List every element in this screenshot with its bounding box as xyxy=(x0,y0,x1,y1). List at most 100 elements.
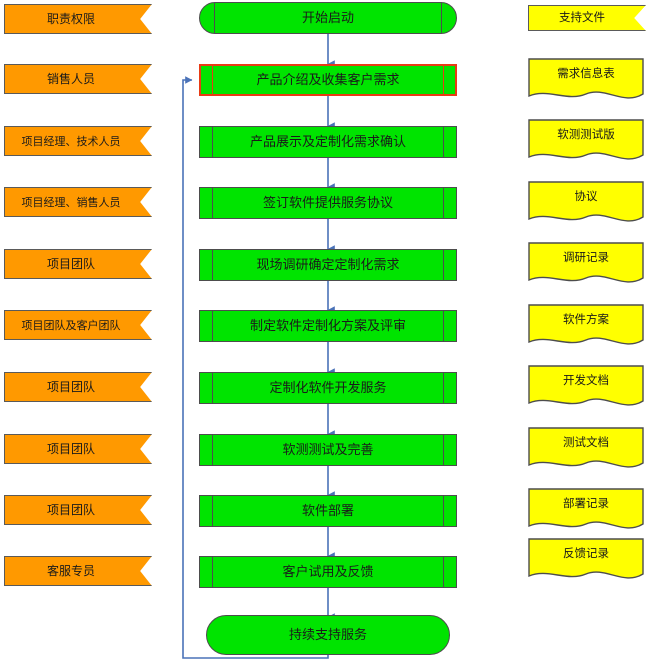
banner-shape xyxy=(4,556,152,586)
process-shape xyxy=(199,310,457,342)
flow-step-label: 软测测试及完善 xyxy=(282,442,374,458)
flow-step-label: 产品展示及定制化需求确认 xyxy=(249,134,406,150)
documents-header-label: 支持文件 xyxy=(559,10,605,25)
document-5[interactable]: 软件方案 xyxy=(528,304,644,350)
side-bar-right xyxy=(443,556,444,588)
document-6[interactable]: 开发文档 xyxy=(528,365,644,411)
side-bar-left xyxy=(212,126,213,158)
document-shape xyxy=(528,58,644,99)
flow-step-1[interactable]: 产品介绍及收集客户需求 xyxy=(199,64,457,96)
role-banner-7[interactable]: 项目团队 xyxy=(4,434,152,464)
role-banner-8[interactable]: 项目团队 xyxy=(4,495,152,525)
process-shape xyxy=(199,434,457,466)
banner-shape xyxy=(4,126,152,156)
role-label: 项目经理、技术人员 xyxy=(21,134,121,148)
side-bar-right xyxy=(443,64,444,96)
terminator-shape xyxy=(206,615,450,655)
role-banner-1[interactable]: 销售人员 xyxy=(4,64,152,94)
flow-step-4[interactable]: 现场调研确定定制化需求 xyxy=(199,249,457,281)
side-bar-left xyxy=(212,556,213,588)
document-7[interactable]: 测试文档 xyxy=(528,427,644,473)
process-shape xyxy=(199,556,457,588)
flow-step-label: 软件部署 xyxy=(301,503,354,519)
terminator-shape xyxy=(199,2,457,34)
role-banner-9[interactable]: 客服专员 xyxy=(4,556,152,586)
side-bar-right xyxy=(443,372,444,404)
document-shape xyxy=(528,538,644,579)
side-bar-left xyxy=(212,64,213,96)
role-banner-2[interactable]: 项目经理、技术人员 xyxy=(4,126,152,156)
document-shape xyxy=(528,488,644,529)
document-3[interactable]: 协议 xyxy=(528,181,644,227)
flow-step-label: 客户试用及反馈 xyxy=(282,564,374,580)
role-label: 项目团队 xyxy=(46,442,95,456)
document-shape xyxy=(528,427,644,468)
flow-step-label: 产品介绍及收集客户需求 xyxy=(256,72,400,88)
banner-shape xyxy=(4,4,152,34)
document-label: 测试文档 xyxy=(563,435,609,450)
roles-column-header: 职责权限 xyxy=(4,4,152,34)
document-9[interactable]: 反馈记录 xyxy=(528,538,644,584)
side-bar-left xyxy=(212,372,213,404)
role-banner-5[interactable]: 项目团队及客户团队 xyxy=(4,310,152,340)
role-label: 客服专员 xyxy=(46,564,95,578)
flow-end-label: 持续支持服务 xyxy=(288,627,367,643)
flow-start-node[interactable]: 开始启动 xyxy=(199,2,457,34)
document-8[interactable]: 部署记录 xyxy=(528,488,644,534)
side-bar-left xyxy=(212,187,213,219)
flow-step-label: 制定软件定制化方案及评审 xyxy=(249,318,406,334)
flow-step-label: 签订软件提供服务协议 xyxy=(262,195,393,211)
process-shape xyxy=(199,126,457,158)
document-label: 协议 xyxy=(574,189,598,204)
banner-shape xyxy=(528,5,646,31)
banner-shape xyxy=(4,64,152,94)
role-label: 项目经理、销售人员 xyxy=(21,195,121,209)
side-bar-right xyxy=(441,3,442,33)
flow-step-8[interactable]: 软件部署 xyxy=(199,495,457,527)
flow-end-node[interactable]: 持续支持服务 xyxy=(206,615,450,655)
role-label: 销售人员 xyxy=(46,72,95,86)
flow-step-3[interactable]: 签订软件提供服务协议 xyxy=(199,187,457,219)
document-label: 需求信息表 xyxy=(557,66,615,81)
flow-start-label: 开始启动 xyxy=(301,10,354,26)
role-label: 项目团队及客户团队 xyxy=(21,318,121,332)
document-label: 开发文档 xyxy=(563,373,609,388)
role-banner-6[interactable]: 项目团队 xyxy=(4,372,152,402)
process-shape xyxy=(199,249,457,281)
flow-step-5[interactable]: 制定软件定制化方案及评审 xyxy=(199,310,457,342)
side-bar-right xyxy=(443,495,444,527)
flow-step-7[interactable]: 软测测试及完善 xyxy=(199,434,457,466)
side-bar-left xyxy=(214,3,215,33)
document-2[interactable]: 软测测试版 xyxy=(528,119,644,165)
document-label: 调研记录 xyxy=(563,250,609,265)
side-bar-right xyxy=(443,187,444,219)
role-label: 项目团队 xyxy=(46,380,95,394)
flow-step-label: 现场调研确定定制化需求 xyxy=(256,257,400,273)
banner-shape xyxy=(4,372,152,402)
roles-header-label: 职责权限 xyxy=(46,12,95,26)
document-4[interactable]: 调研记录 xyxy=(528,242,644,288)
side-bar-left xyxy=(212,249,213,281)
banner-shape xyxy=(4,249,152,279)
side-bar-right xyxy=(443,249,444,281)
flow-step-6[interactable]: 定制化软件开发服务 xyxy=(199,372,457,404)
role-banner-3[interactable]: 项目经理、销售人员 xyxy=(4,187,152,217)
flow-step-9[interactable]: 客户试用及反馈 xyxy=(199,556,457,588)
flow-step-label: 定制化软件开发服务 xyxy=(269,380,387,396)
side-bar-right xyxy=(443,126,444,158)
document-label: 部署记录 xyxy=(563,496,609,511)
document-1[interactable]: 需求信息表 xyxy=(528,58,644,104)
banner-shape xyxy=(4,310,152,340)
role-label: 项目团队 xyxy=(46,257,95,271)
banner-shape xyxy=(4,187,152,217)
document-shape xyxy=(528,119,644,160)
documents-column-header: 支持文件 xyxy=(528,5,646,31)
document-label: 软测测试版 xyxy=(557,127,615,142)
document-shape xyxy=(528,304,644,345)
process-shape xyxy=(199,64,457,96)
role-banner-4[interactable]: 项目团队 xyxy=(4,249,152,279)
flow-step-2[interactable]: 产品展示及定制化需求确认 xyxy=(199,126,457,158)
side-bar-right xyxy=(443,310,444,342)
document-shape xyxy=(528,242,644,283)
